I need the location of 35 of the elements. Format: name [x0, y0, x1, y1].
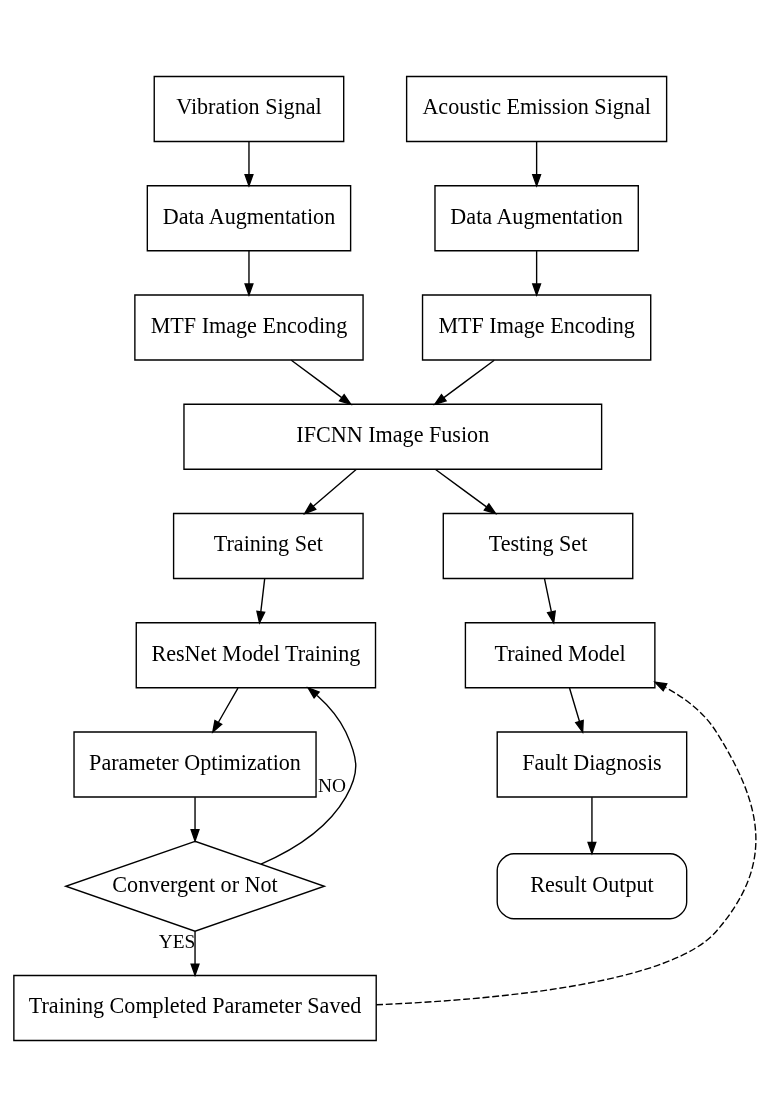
- edge-label: YES: [158, 930, 196, 952]
- arrow: [543, 578, 556, 625]
- arrow: [190, 796, 200, 843]
- arrow: [433, 359, 495, 406]
- arrow: [568, 687, 584, 735]
- arrow: [244, 141, 254, 188]
- arrow: [211, 687, 239, 734]
- edge-label: NO: [317, 774, 346, 796]
- arrow: [190, 930, 200, 978]
- node-box: Testing Set: [442, 512, 634, 580]
- node-box: Trained Model: [464, 622, 656, 689]
- node-box: Result Output: [496, 853, 688, 920]
- arrow: [244, 250, 254, 298]
- arrow: [290, 359, 353, 406]
- arrow: [531, 250, 542, 298]
- arrow: [587, 796, 597, 856]
- node-box: MTF Image Encoding: [421, 294, 652, 361]
- node-box: Fault Diagnosis: [496, 731, 688, 798]
- arrow: [256, 578, 266, 625]
- arrow: [260, 686, 357, 865]
- node-box: Data Augmentation: [434, 185, 639, 252]
- node-box: Parameter Optimization: [73, 731, 317, 798]
- arrow: [531, 141, 542, 188]
- node-box: Data Augmentation: [146, 185, 352, 252]
- node-diamond: Convergent or Not: [63, 840, 327, 932]
- node-box: MTF Image Encoding: [134, 294, 364, 361]
- node-box: Training Set: [172, 512, 364, 580]
- arrow: [434, 468, 498, 515]
- node-box: Vibration Signal: [153, 75, 345, 143]
- node-box: ResNet Model Training: [135, 622, 377, 689]
- arrow: [303, 468, 357, 515]
- node-box: IFCNN Image Fusion: [183, 403, 603, 470]
- node-box: Acoustic Emission Signal: [405, 75, 668, 143]
- arrow: [375, 681, 757, 1006]
- node-box: Training Completed Parameter Saved: [13, 974, 377, 1042]
